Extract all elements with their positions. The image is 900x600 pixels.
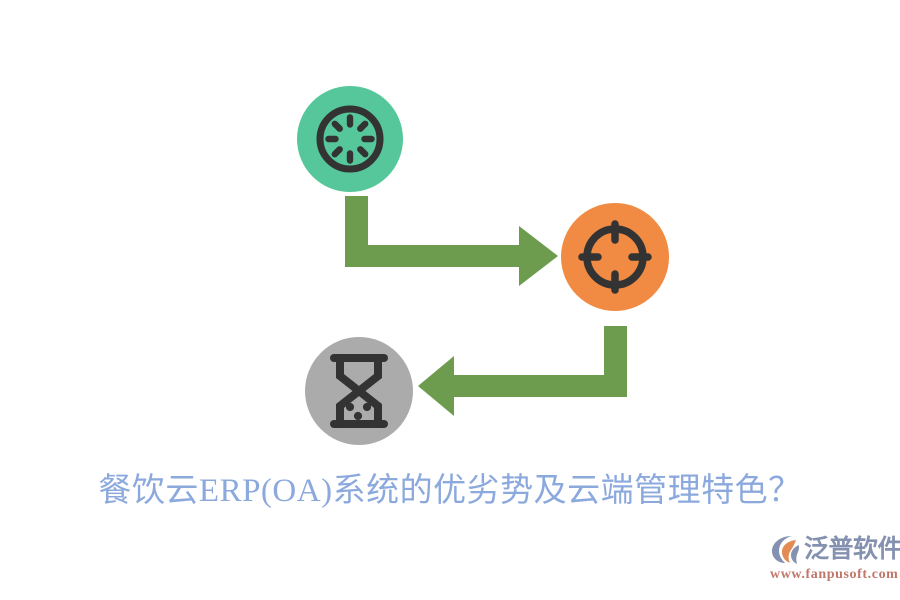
elbow-arrow-right-icon bbox=[345, 196, 558, 286]
brand-name-text: 泛普软件 bbox=[804, 534, 900, 563]
brand-logo-row: 泛普软件 bbox=[770, 532, 900, 566]
node-loading-badge bbox=[297, 86, 403, 192]
fanpu-logo-icon bbox=[770, 534, 801, 565]
loading-spinner-icon bbox=[314, 103, 386, 175]
node-target-badge bbox=[561, 203, 669, 311]
elbow-arrow-left-icon bbox=[418, 326, 627, 416]
node-hourglass-badge bbox=[305, 337, 413, 445]
crosshair-target-icon bbox=[578, 220, 652, 294]
caption-text: 餐饮云ERP(OA)系统的优劣势及云端管理特色？ bbox=[98, 473, 802, 509]
brand-url-text: www.fanpusoft.com bbox=[770, 567, 899, 582]
hourglass-icon bbox=[323, 352, 395, 430]
brand-watermark: 泛普软件 www.fanpusoft.com bbox=[770, 532, 900, 588]
